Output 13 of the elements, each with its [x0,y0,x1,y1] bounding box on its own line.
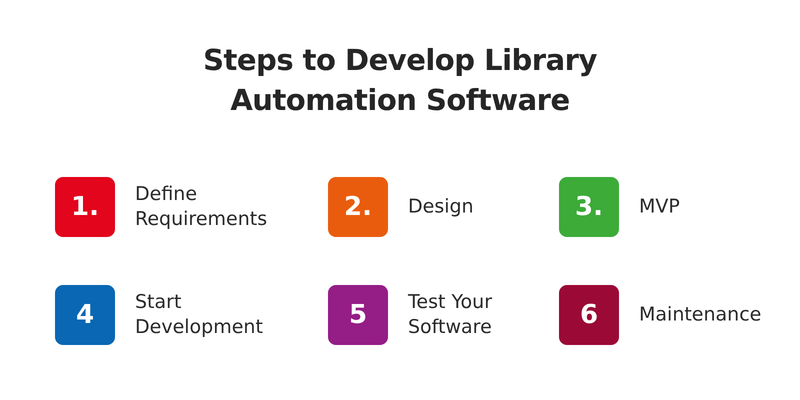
step-label: Define Requirements [135,182,268,232]
step-label: Design [408,194,475,220]
step-number-tile: 2. [328,177,388,237]
step-number-tile: 3. [559,177,619,237]
step-label: Maintenance [639,302,762,328]
step-label: Test Your Software [408,290,494,340]
step-label: Start Development [135,290,264,340]
step-number-tile: 6 [559,285,619,345]
title: Steps to Develop Library Automation Software [202,42,598,119]
step-number-tile: 5 [328,285,388,345]
step-number-tile: 4 [55,285,115,345]
step-number-tile: 1. [55,177,115,237]
step-label: MVP [639,194,681,220]
